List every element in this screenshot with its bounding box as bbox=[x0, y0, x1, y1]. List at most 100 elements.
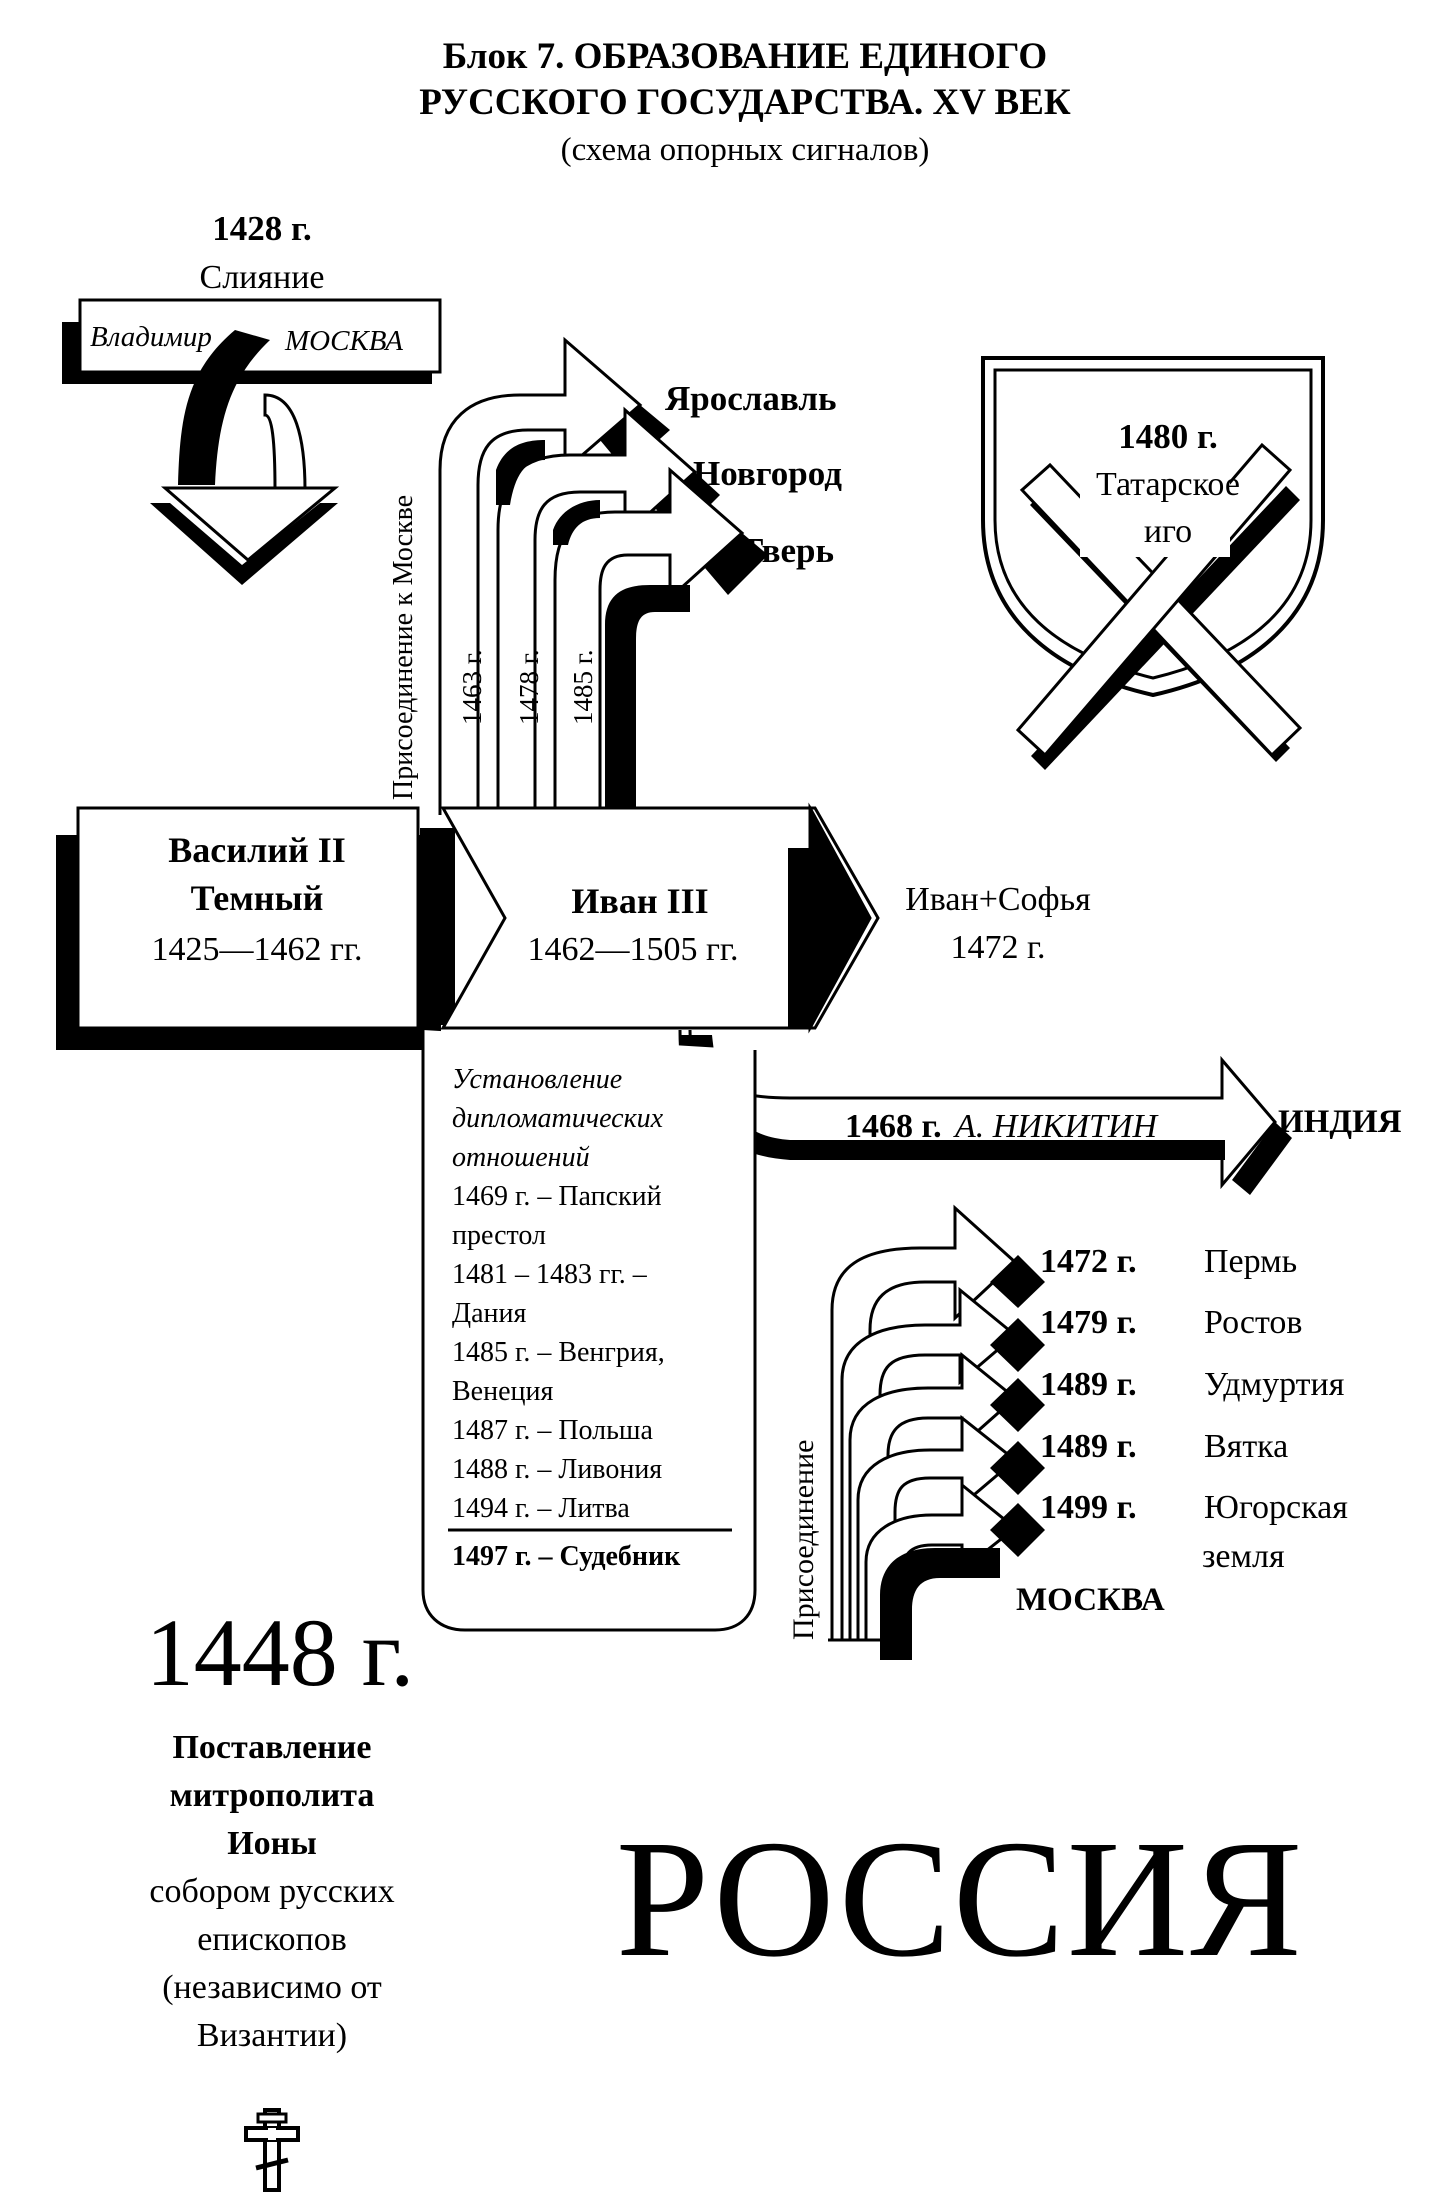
russia-title: РОССИЯ bbox=[616, 1806, 1304, 1992]
nikitin-group: 1468 г. А. НИКИТИН ИНДИЯ bbox=[678, 1029, 1402, 1195]
east-tip-4 bbox=[990, 1441, 1045, 1495]
east-place-5-line2: земля bbox=[1202, 1538, 1285, 1575]
diplomacy-line-6: Венеция bbox=[452, 1376, 553, 1407]
metropolitan-line-4: Византии) bbox=[197, 2017, 347, 2054]
east-year-4: 1489 г. bbox=[1040, 1428, 1137, 1465]
merger-banner bbox=[78, 298, 442, 374]
east-tip-2 bbox=[990, 1318, 1045, 1372]
marriage-arrow bbox=[810, 805, 875, 1030]
arrow-tver-dark bbox=[553, 500, 600, 545]
diplomacy-sudebnik: 1497 г. – Судебник bbox=[452, 1541, 681, 1572]
merger-arrowhead-shadow bbox=[150, 503, 338, 585]
east-place-5: Югорская bbox=[1204, 1489, 1348, 1526]
tatar-line2: иго bbox=[1144, 513, 1192, 550]
arrow-yaroslavl bbox=[438, 336, 643, 815]
vasily-box-group: Василий II Темный 1425—1462 гг. bbox=[56, 806, 441, 1050]
nikitin-year: 1468 г. bbox=[845, 1108, 942, 1145]
ivan-years: 1462—1505 гг. bbox=[527, 931, 738, 968]
diplomacy-line-5: 1485 г. – Венгрия, bbox=[452, 1337, 665, 1368]
east-year-5: 1499 г. bbox=[1040, 1489, 1137, 1526]
annex-east-side-label: Присоединение bbox=[787, 1440, 820, 1640]
ivan-arrow-shadow bbox=[420, 828, 455, 1025]
subtitle: (схема опорных сигналов) bbox=[561, 132, 930, 168]
east-tip-3 bbox=[990, 1378, 1045, 1432]
diplomacy-heading-3: отношений bbox=[452, 1142, 590, 1173]
metropolitan-line-2: епископов bbox=[197, 1921, 347, 1958]
metropolitan-line-1: собором русских bbox=[149, 1873, 394, 1910]
nikitin-arrow-dark bbox=[680, 1035, 1225, 1160]
diplomacy-line-9: 1494 г. – Литва bbox=[452, 1493, 630, 1524]
metropolitan-bold-2: митрополита bbox=[170, 1777, 375, 1814]
diplomacy-line-4: Дания bbox=[452, 1298, 526, 1329]
tatar-text-bg bbox=[1080, 415, 1230, 557]
vasily-name1: Василий II bbox=[168, 830, 345, 870]
east-origin-moscow: МОСКВА bbox=[1016, 1582, 1165, 1618]
metropolitan-group: 1448 г. Поставление митрополита Ионы соб… bbox=[146, 1599, 415, 2192]
marriage-line2: 1472 г. bbox=[950, 929, 1045, 966]
vasily-name2: Темный bbox=[191, 878, 324, 918]
merger-caption: Слияние bbox=[200, 259, 325, 296]
year-tver: 1485 г. bbox=[568, 649, 598, 725]
east-tip-1 bbox=[990, 1255, 1045, 1308]
arrow-novgorod-dark bbox=[496, 440, 545, 505]
marriage-group: Иван+Софья 1472 г. bbox=[807, 802, 1091, 1034]
ivan-arrow-group: Иван III 1462—1505 гг. bbox=[420, 806, 877, 1030]
annex-north-side-label: Присоединение к Москве bbox=[388, 495, 419, 800]
arrow-tver-inner-band bbox=[605, 585, 690, 815]
annex-north-group: Присоединение к Москве Ярославль Новгоро… bbox=[388, 336, 842, 815]
tatar-shield-group: 1480 г. Татарское иго bbox=[981, 356, 1325, 770]
east-place-4: Вятка bbox=[1204, 1428, 1288, 1465]
merger-right-label: МОСКВА bbox=[284, 325, 403, 357]
diplomacy-line-1: 1469 г. – Папский bbox=[452, 1181, 662, 1212]
diplomacy-line-2: престол bbox=[452, 1220, 546, 1251]
tatar-line1: Татарское bbox=[1096, 466, 1240, 503]
target-tver: Тверь bbox=[740, 531, 834, 570]
nikitin-name: А. НИКИТИН bbox=[953, 1108, 1159, 1145]
target-yaroslavl: Ярославль bbox=[665, 379, 837, 418]
orthodox-cross-icon bbox=[244, 2108, 300, 2192]
merger-light-band bbox=[263, 393, 307, 492]
title-line-1: Блок 7. ОБРАЗОВАНИЕ ЕДИНОГО bbox=[443, 36, 1047, 77]
east-place-2: Ростов bbox=[1204, 1304, 1302, 1341]
marriage-arrowhead bbox=[807, 806, 880, 1030]
nikitin-destination: ИНДИЯ bbox=[1278, 1104, 1402, 1140]
diplomacy-line-3: 1481 – 1483 гг. – bbox=[452, 1259, 648, 1290]
year-yaroslavl: 1463 г. bbox=[457, 649, 487, 725]
merger-arrowhead bbox=[160, 486, 340, 562]
merger-left-label: Владимир bbox=[90, 321, 212, 353]
east-year-3: 1489 г. bbox=[1040, 1366, 1137, 1403]
vasily-box bbox=[76, 806, 420, 1030]
diplomacy-line-8: 1488 г. – Ливония bbox=[452, 1454, 662, 1485]
marriage-line1: Иван+Софья bbox=[905, 881, 1091, 918]
east-place-3: Удмуртия bbox=[1204, 1366, 1345, 1403]
arrow-tver-shadow bbox=[705, 533, 768, 595]
target-novgorod: Новгород bbox=[693, 454, 842, 493]
diplomacy-group: Установление дипломатических отношений 1… bbox=[421, 1030, 757, 1632]
ivan-arrow-right-dark bbox=[788, 848, 810, 1028]
metropolitan-bold-1: Поставление bbox=[172, 1729, 371, 1766]
annex-east-group: Присоединение 1472 г. Пермь 1479 г. Рост… bbox=[787, 1204, 1348, 1660]
diplomacy-heading-2: дипломатических bbox=[452, 1103, 664, 1134]
east-year-2: 1479 г. bbox=[1040, 1304, 1137, 1341]
merger-dark-band bbox=[178, 330, 270, 485]
ivan-name: Иван III bbox=[571, 881, 708, 921]
title-line-2: РУССКОГО ГОСУДАРСТВА. XV ВЕК bbox=[419, 82, 1071, 123]
metropolitan-bold-3: Ионы bbox=[227, 1825, 317, 1862]
tatar-year: 1480 г. bbox=[1118, 417, 1217, 456]
metropolitan-line-3: (независимо от bbox=[162, 1969, 382, 2006]
vasily-years: 1425—1462 гг. bbox=[151, 931, 362, 968]
merger-year: 1428 г. bbox=[212, 209, 311, 248]
diplomacy-line-7: 1487 г. – Польша bbox=[452, 1415, 653, 1446]
metropolitan-year: 1448 г. bbox=[146, 1599, 415, 1706]
east-tip-5 bbox=[990, 1503, 1045, 1557]
east-place-1: Пермь bbox=[1204, 1243, 1297, 1280]
year-novgorod: 1478 г. bbox=[514, 649, 544, 725]
east-arrow-4 bbox=[856, 1414, 1018, 1640]
east-year-1: 1472 г. bbox=[1040, 1243, 1137, 1280]
diplomacy-heading-1: Установление bbox=[452, 1064, 622, 1095]
diplomacy-box bbox=[421, 1030, 757, 1632]
nikitin-arrowhead-shadow bbox=[1232, 1122, 1292, 1195]
east-moscow-band bbox=[880, 1548, 1000, 1660]
merger-group: 1428 г. Слияние Владимир МОСКВА bbox=[62, 209, 442, 585]
